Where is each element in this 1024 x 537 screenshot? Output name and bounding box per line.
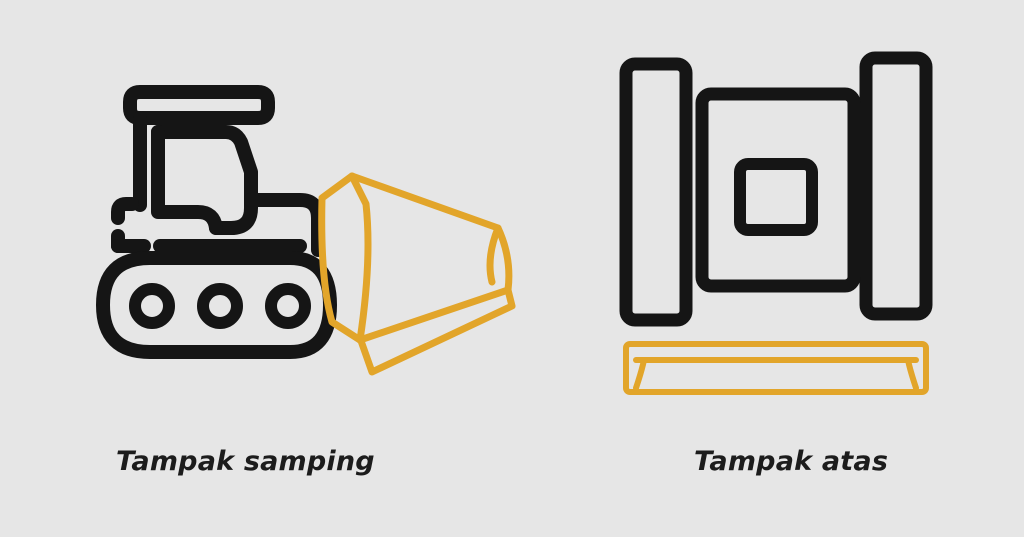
side-view-caption: Tampak samping <box>116 446 375 477</box>
top-view-caption: Tampak atas <box>694 446 889 477</box>
bulldozer-side-icon <box>96 85 516 376</box>
blade-top <box>623 341 929 395</box>
bulldozer-top-icon <box>619 51 933 395</box>
cab-roof <box>123 85 275 125</box>
wheel-3 <box>265 283 311 329</box>
cab-body <box>133 111 325 257</box>
track-left <box>619 57 693 327</box>
blade-side <box>318 172 516 376</box>
engine-body <box>111 197 307 253</box>
cab-inner <box>734 158 818 236</box>
body-outer <box>695 87 861 293</box>
track-wheels <box>129 283 311 329</box>
wheel-2 <box>197 283 243 329</box>
wheel-1 <box>129 283 175 329</box>
track-right <box>859 51 933 321</box>
